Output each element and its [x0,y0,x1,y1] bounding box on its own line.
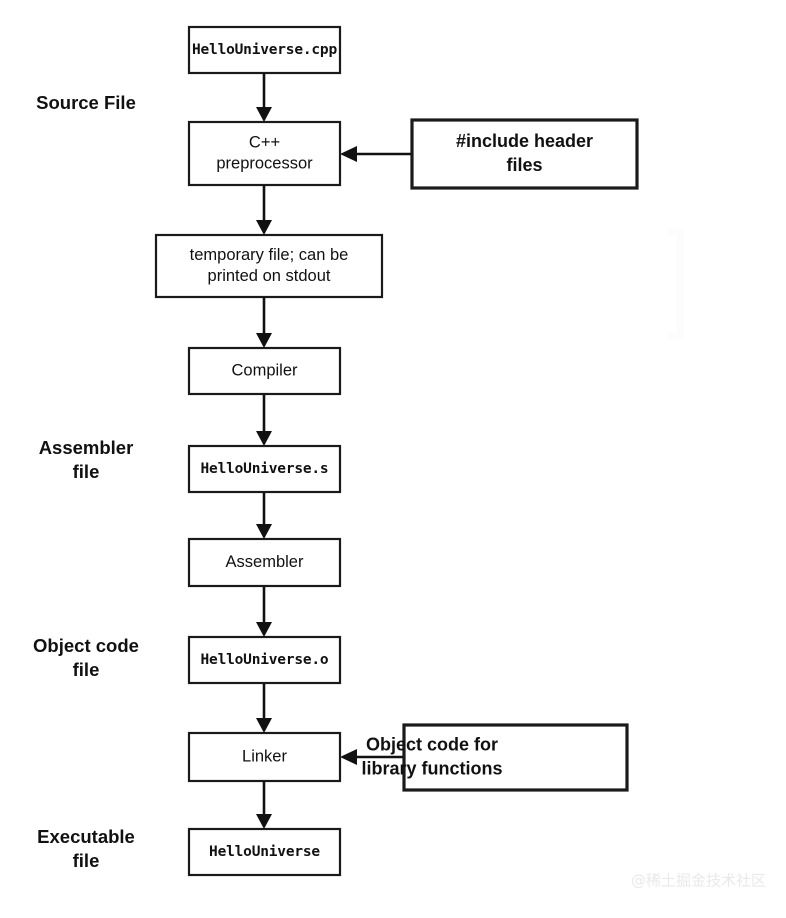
connector-include-to-preprocessor [340,146,412,162]
node-label-cpp-preprocessor: C++ [249,133,280,151]
node-hellouniverse[interactable]: HelloUniverse [187,827,342,877]
node-label-temporary-file: temporary file; can be [190,246,349,264]
stage-label-text-assembler-file: file [73,461,100,482]
node-compiler[interactable]: Compiler [187,346,342,396]
node-hellouniverse-cpp[interactable]: HelloUniverse.cpp [187,25,342,75]
connector-asmfile-to-assembler [256,492,272,539]
node-label-include-header-files: files [506,155,542,175]
background-artifact [668,228,684,340]
stage-label-object-code-file: Object code file [33,635,139,680]
node-label-hellouniverse-s: HelloUniverse.s [201,461,329,477]
stage-label-text-object-code-file: Object code [33,635,139,656]
connector-library-to-linker [340,749,404,765]
node-linker[interactable]: Linker [187,731,342,783]
node-hellouniverse-s[interactable]: HelloUniverse.s [187,444,342,494]
node-label-hellouniverse-cpp: HelloUniverse.cpp [192,42,337,58]
node-box-temporary-file [154,233,384,299]
stage-label-assembler-file: Assembler file [39,437,134,482]
node-box-hellouniverse-s [187,444,342,494]
node-label-object-code-library: Object code for [366,734,498,754]
connector-linker-to-executable [256,781,272,829]
node-label-cpp-preprocessor: preprocessor [216,154,313,172]
connector-cpp-to-preprocessor [256,73,272,122]
node-cpp-preprocessor[interactable]: C++ preprocessor [187,120,342,187]
node-box-object-code-library [402,723,629,792]
stage-label-text-executable-file: file [73,850,100,871]
node-box-cpp-preprocessor [187,120,342,187]
node-box-include-header-files [410,118,639,190]
stage-label-text-object-code-file: file [73,659,100,680]
node-box-hellouniverse-cpp [187,25,342,75]
node-object-code-library[interactable]: Object code for library functions [361,723,629,792]
node-temporary-file[interactable]: temporary file; can be printed on stdout [154,233,384,299]
node-box-hellouniverse [187,827,342,877]
stage-label-text-executable-file: Executable [37,826,135,847]
node-label-linker: Linker [242,747,287,765]
node-label-hellouniverse: HelloUniverse [209,844,320,860]
node-box-compiler [187,346,342,396]
stage-label-text-source-file: Source File [36,92,136,113]
node-box-assembler [187,537,342,588]
node-label-object-code-library: library functions [361,758,502,778]
node-box-hellouniverse-o [187,635,342,685]
node-label-include-header-files: #include header [456,131,593,151]
node-box-linker [187,731,342,783]
connector-layer [256,73,412,829]
connector-temp-to-compiler [256,297,272,348]
stage-label-executable-file: Executable file [37,826,135,871]
connector-preprocessor-to-temp [256,185,272,235]
node-assembler[interactable]: Assembler [187,537,342,588]
connector-objfile-to-linker [256,683,272,733]
stage-label-text-assembler-file: Assembler [39,437,134,458]
connector-compiler-to-asmfile [256,394,272,446]
node-label-temporary-file: printed on stdout [208,267,331,285]
watermark: @稀土掘金技术社区 [631,872,766,890]
node-include-header-files[interactable]: #include header files [410,118,639,190]
node-label-compiler: Compiler [231,361,298,379]
node-label-assembler: Assembler [226,553,304,571]
node-label-hellouniverse-o: HelloUniverse.o [201,652,329,668]
node-hellouniverse-o[interactable]: HelloUniverse.o [187,635,342,685]
connector-assembler-to-objfile [256,586,272,637]
stage-label-source-file: Source File [36,92,136,113]
